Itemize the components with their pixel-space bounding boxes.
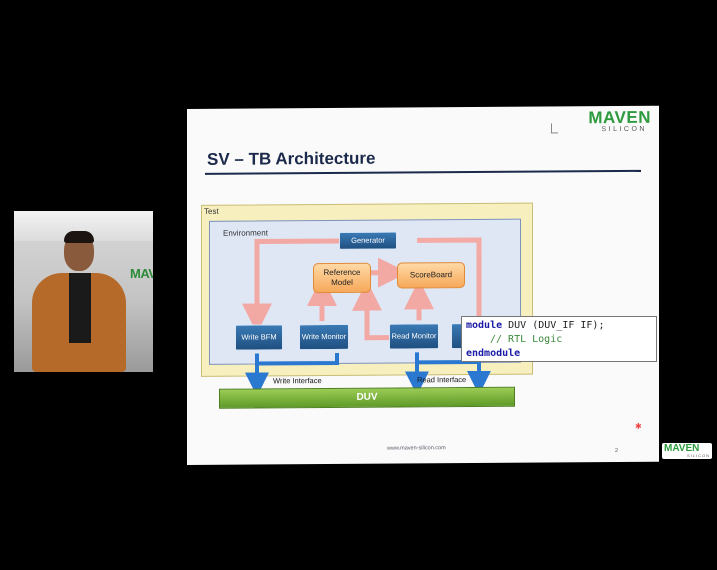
- arrow-rmon-loop: [352, 280, 389, 341]
- corner-logo-sub: SILICON: [686, 453, 710, 458]
- code-line-3: endmodule: [466, 347, 652, 361]
- arrow-generator-right: [417, 237, 482, 317]
- write-bfm-block: Write BFM: [235, 324, 283, 351]
- code-line-1: module DUV (DUV_IF IF);: [466, 319, 652, 333]
- presenter-shirt: [69, 273, 91, 343]
- slide-page-number: 2: [615, 447, 619, 455]
- code-line-2: // RTL Logic: [466, 333, 652, 347]
- arrow-generator-to-bfm: [242, 238, 339, 334]
- write-interface-label: Write Interface: [273, 376, 322, 386]
- corner-logo-name: MAVEN: [664, 443, 700, 454]
- write-monitor-block: Write Monitor: [299, 323, 349, 351]
- code-overlay: module DUV (DUV_IF IF); // RTL Logic end…: [461, 316, 657, 362]
- reference-model-block: Reference Model: [313, 262, 371, 294]
- presentation-slide: MAVEN SILICON SV – TB Architecture Test …: [187, 105, 659, 465]
- slide-website: www.maven-silicon.com: [387, 445, 446, 452]
- laser-pointer-dot: ✱: [635, 421, 642, 431]
- scoreboard-block: ScoreBoard: [397, 262, 465, 289]
- corner-logo: MAVEN SILICON: [662, 443, 712, 459]
- code-keyword-endmodule: endmodule: [466, 348, 521, 359]
- code-module-decl: DUV (DUV_IF IF);: [502, 320, 605, 331]
- wall-logo: MAV: [130, 266, 153, 281]
- read-interface-label: Read Interface: [417, 375, 467, 385]
- duv-block: DUV: [219, 386, 515, 409]
- presenter-hair: [64, 231, 94, 243]
- read-monitor-block: Read Monitor: [389, 323, 439, 350]
- code-keyword-module: module: [466, 320, 503, 331]
- diagram-connections: [242, 237, 491, 397]
- arrow-wmon-tap: [257, 352, 339, 366]
- generator-block: Generator: [339, 231, 397, 250]
- presenter-video: MAV: [14, 211, 153, 372]
- code-comment: // RTL Logic: [490, 334, 563, 345]
